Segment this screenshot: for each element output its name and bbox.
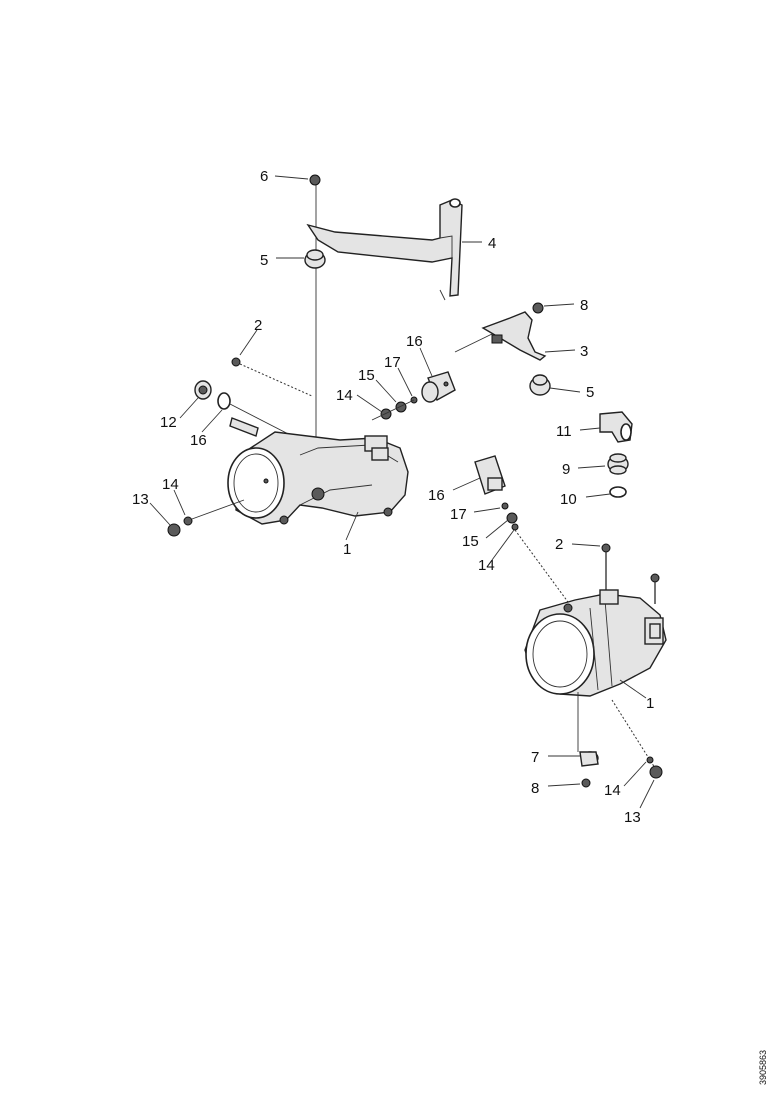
label-16-right: 16	[428, 487, 445, 504]
sensor-part-16-right	[474, 455, 506, 495]
label-2-right: 2	[555, 536, 563, 553]
label-4: 4	[488, 235, 496, 252]
connector-part-9	[607, 453, 629, 475]
label-14-right: 14	[478, 557, 495, 574]
bracket-part-4	[306, 198, 463, 301]
bracket-part-3	[454, 311, 547, 361]
label-7: 7	[531, 749, 539, 766]
label-9: 9	[562, 461, 570, 478]
bolt-part-extra	[650, 573, 660, 604]
bolt-part-2-right	[601, 543, 611, 592]
label-6: 6	[260, 168, 268, 185]
label-14-left: 14	[162, 476, 179, 493]
label-5-right: 5	[586, 384, 594, 401]
nut-part-13-right	[649, 765, 663, 779]
label-14-bottom: 14	[604, 782, 621, 799]
washer-part-14-lower-left	[183, 516, 193, 526]
callout-labels-left: 6 5 4 2 16 17 15 14 12 16 13 14 1	[132, 168, 496, 558]
label-8-top: 8	[580, 297, 588, 314]
elbow-connector-part-11	[599, 411, 633, 443]
bolt-part-2	[231, 357, 313, 397]
label-12: 12	[160, 414, 177, 431]
leader-lines-left	[149, 175, 482, 541]
label-16-top: 16	[406, 333, 423, 350]
label-8-bottom: 8	[531, 780, 539, 797]
label-17-top: 17	[384, 354, 401, 371]
label-15-top: 15	[358, 367, 375, 384]
left-assembly	[149, 174, 482, 541]
label-16-ring: 16	[190, 432, 207, 449]
bushing-part-5-right	[529, 374, 551, 396]
label-1-left: 1	[343, 541, 351, 558]
lamp-housing-part-1-right	[524, 589, 667, 697]
bushing-part-5	[304, 249, 326, 269]
o-ring-part-17-right	[501, 502, 509, 510]
bracket-part-7	[579, 751, 599, 767]
nut-part-6	[309, 174, 321, 186]
label-13-right: 13	[624, 809, 641, 826]
nut-part-14-left	[380, 408, 392, 420]
label-5: 5	[260, 252, 268, 269]
nut-part-14-right	[511, 523, 519, 531]
nut-part-8-bottom	[581, 778, 591, 788]
lamp-housing-part-1-left	[227, 431, 409, 525]
cap-part-12	[194, 380, 212, 400]
leader-lines-right	[452, 303, 655, 809]
label-14-top: 14	[336, 387, 353, 404]
right-assembly	[452, 302, 667, 809]
sensor-part-16-left	[421, 371, 456, 403]
washer-part-15-right	[506, 512, 518, 524]
callout-labels-right: 8 3 5 11 9 10 16 17 15 14 2 1 7 8 14 13	[428, 297, 654, 826]
nut-part-8-top	[532, 302, 544, 314]
washer-part-15-left	[395, 401, 407, 413]
washer-part-14-lower-right	[646, 756, 654, 764]
label-1-right: 1	[646, 695, 654, 712]
label-3: 3	[580, 343, 588, 360]
document-id: 3905863	[758, 1050, 768, 1085]
clip-part-10	[609, 486, 627, 498]
label-13-left: 13	[132, 491, 149, 508]
label-10: 10	[560, 491, 577, 508]
pin-detail	[229, 417, 259, 437]
label-15-right: 15	[462, 533, 479, 550]
nut-part-13-left	[167, 523, 181, 537]
label-17-right: 17	[450, 506, 467, 523]
label-11: 11	[556, 423, 572, 440]
label-2: 2	[254, 317, 262, 334]
seal-ring-part-16	[217, 392, 231, 410]
